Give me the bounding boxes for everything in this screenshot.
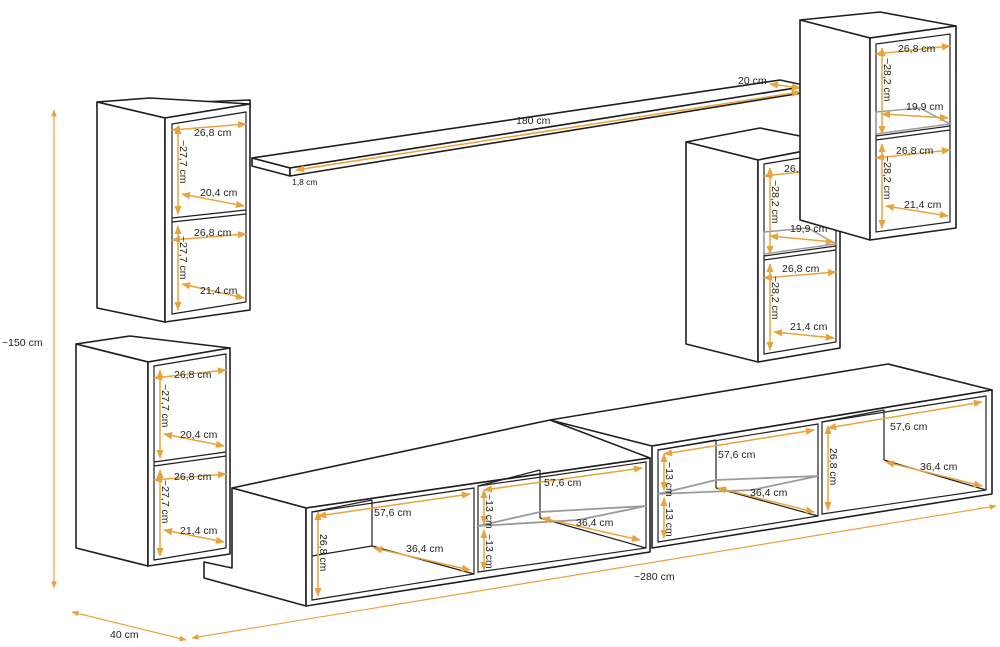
cab-mr-bottom-width: 26,8 cm: [782, 263, 820, 275]
cab-ul-top-width: 26,8 cm: [194, 127, 232, 139]
tv-l-height-bottom: ~13 cm: [483, 534, 495, 569]
cab-ur-top-width: 26,8 cm: [898, 43, 936, 55]
cab-ul-bottom-depth: 21,4 cm: [200, 285, 238, 297]
cab-ll-bottom-depth: 21,4 cm: [180, 525, 218, 537]
tv-r-width-1: 57,6 cm: [718, 449, 756, 461]
cab-ur-top-height: ~28,2 cm: [881, 58, 893, 102]
total-width-dimension: [191, 504, 997, 640]
shelf-depth-label: 20 cm: [738, 75, 767, 87]
cabinet-upper-left: [96, 97, 251, 323]
tv-r-width-2: 57,6 cm: [890, 421, 928, 433]
tv-r-height: 26,8 cm: [827, 448, 839, 486]
cab-mr-bottom-height: ~28,2 cm: [769, 276, 781, 320]
total-width-label: ~280 cm: [634, 571, 675, 583]
tv-l-height-top: ~13 cm: [483, 494, 495, 529]
cab-ul-bottom-height: ~27,7 cm: [177, 236, 189, 280]
cab-ll-bottom-width: 26,8 cm: [174, 471, 212, 483]
shelf-thickness-label: 1,8 cm: [292, 177, 318, 187]
cab-ul-top-depth: 20,4 cm: [200, 187, 238, 199]
cab-ul-top-height: ~27,7 cm: [177, 140, 189, 184]
depth-dimension: [71, 610, 187, 642]
cab-ul-bottom-width: 26,8 cm: [194, 227, 232, 239]
cab-ll-top-width: 26,8 cm: [174, 369, 212, 381]
tv-r-height-bottom: ~13 cm: [663, 502, 675, 537]
cab-ll-top-depth: 20,4 cm: [180, 429, 218, 441]
cab-ur-bottom-height: ~28,2 cm: [881, 156, 893, 200]
tv-l-depth-2: 36,4 cm: [576, 517, 614, 529]
cab-ll-top-height: ~27,7 cm: [159, 384, 171, 428]
cabinet-upper-right: [799, 11, 957, 241]
tv-r-depth-2: 36,4 cm: [920, 461, 958, 473]
cab-ll-bottom-height: ~27,7 cm: [159, 480, 171, 524]
depth-label: 40 cm: [110, 629, 139, 641]
tv-unit-left: [203, 419, 651, 607]
tv-l-depth-1: 36,4 cm: [406, 543, 444, 555]
cab-ur-bottom-width: 26,8 cm: [896, 145, 934, 157]
shelf-length-dimension: [295, 89, 801, 173]
cab-mr-top-height: ~28,2 cm: [769, 180, 781, 224]
tv-l-width-2: 57,6 cm: [544, 477, 582, 489]
tv-l-height: 26,8 cm: [317, 534, 329, 572]
cab-ur-bottom-depth: 21,4 cm: [904, 199, 942, 211]
cab-mr-bottom-depth: 21,4 cm: [790, 321, 828, 333]
tv-r-height-top: ~13 cm: [663, 462, 675, 497]
tv-r-depth-1: 36,4 cm: [750, 487, 788, 499]
shelf-length-label: 180 cm: [516, 115, 551, 127]
tv-l-width-1: 57,6 cm: [374, 507, 412, 519]
cab-ur-top-depth: 19,9 cm: [906, 101, 944, 113]
shelf-depth-dimension: [769, 81, 801, 91]
total-height-label: ~150 cm: [2, 337, 43, 349]
